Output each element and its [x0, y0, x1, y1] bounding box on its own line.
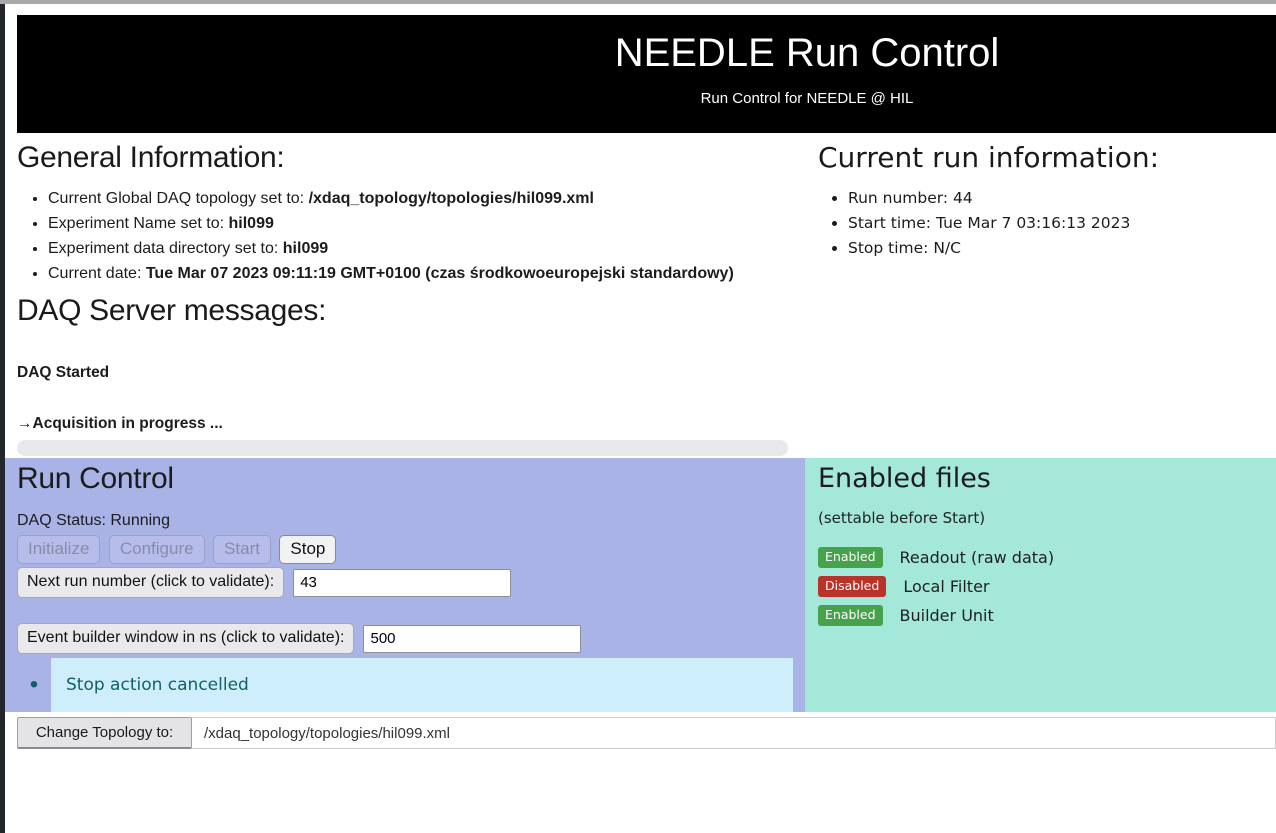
daq-status-text: DAQ Status: Running [17, 512, 170, 529]
file-label: Local Filter [903, 577, 990, 596]
change-topology-button[interactable]: Change Topology to: [17, 717, 192, 749]
current-run-list: Run number: 44 Start time: Tue Mar 7 03:… [818, 186, 1276, 261]
start-button[interactable]: Start [213, 535, 271, 564]
list-item: Current date: Tue Mar 07 2023 09:11:19 G… [48, 261, 788, 286]
action-message-box: Stop action cancelled [51, 658, 793, 712]
daq-messages-heading: DAQ Server messages: [17, 294, 327, 327]
page: NEEDLE Run Control Run Control for NEEDL… [5, 4, 1276, 749]
status-badge[interactable]: Disabled [818, 575, 887, 598]
page-title: NEEDLE Run Control [614, 31, 1000, 75]
item-value: hil099 [228, 215, 274, 232]
file-row: Enabled Builder Unit [818, 604, 1276, 627]
window-top-edge [0, 0, 1276, 4]
daq-message: →Acquisition in progress ... [17, 415, 223, 432]
daq-message: DAQ Started [17, 364, 110, 381]
action-message-row: • Stop action cancelled [17, 658, 793, 712]
page-subtitle: Run Control for NEEDLE @ HIL [700, 90, 914, 107]
event-builder-input[interactable] [363, 624, 582, 653]
stop-button[interactable]: Stop [279, 535, 337, 564]
file-label: Builder Unit [899, 606, 994, 625]
item-label: Current date: [48, 265, 146, 282]
file-rows: Enabled Readout (raw data) Disabled Loca… [818, 546, 1276, 627]
bullet-icon: • [29, 671, 39, 698]
topology-row: Change Topology to: [17, 717, 1276, 749]
list-item: Start time: Tue Mar 7 03:16:13 2023 [848, 211, 1276, 236]
run-control-panel: Run Control DAQ Status: Running Initiali… [5, 458, 805, 712]
file-label: Readout (raw data) [899, 548, 1055, 567]
run-control-heading: Run Control [17, 462, 174, 495]
item-label: Current Global DAQ topology set to: [48, 190, 309, 207]
general-info-heading: General Information: [17, 141, 285, 174]
panels-row: Run Control DAQ Status: Running Initiali… [5, 458, 1276, 712]
initialize-button[interactable]: Initialize [17, 535, 101, 564]
list-item: Current Global DAQ topology set to: /xda… [48, 186, 788, 211]
item-value: Tue Mar 07 2023 09:11:19 GMT+0100 (czas … [145, 265, 734, 282]
right-column: Current run information: Run number: 44 … [788, 133, 1276, 261]
header-banner: NEEDLE Run Control Run Control for NEEDL… [17, 15, 1276, 133]
file-row: Disabled Local Filter [818, 575, 1276, 598]
topology-input[interactable] [192, 717, 1276, 749]
file-row: Enabled Readout (raw data) [818, 546, 1276, 569]
configure-button[interactable]: Configure [108, 535, 205, 564]
enabled-files-subtitle: (settable before Start) [818, 509, 986, 527]
general-info-list: Current Global DAQ topology set to: /xda… [17, 186, 788, 286]
list-item: Experiment data directory set to: hil099 [48, 236, 788, 261]
event-builder-row: Event builder window in ns (click to val… [17, 623, 805, 654]
enabled-files-heading: Enabled files [818, 463, 991, 494]
action-message-text: Stop action cancelled [66, 675, 249, 695]
item-label: Experiment data directory set to: [48, 240, 283, 257]
enabled-files-panel: Enabled files (settable before Start) En… [805, 458, 1276, 712]
message-scrollbar[interactable] [17, 440, 788, 456]
list-item: Run number: 44 [848, 186, 1276, 211]
next-run-input[interactable] [293, 568, 512, 597]
next-run-validate-button[interactable]: Next run number (click to validate): [17, 567, 285, 598]
item-value: hil099 [282, 240, 329, 257]
window-left-edge [0, 4, 5, 833]
list-item: Stop time: N/C [848, 236, 1276, 261]
status-badge[interactable]: Enabled [818, 546, 883, 569]
item-label: Experiment Name set to: [48, 215, 229, 232]
event-builder-validate-button[interactable]: Event builder window in ns (click to val… [17, 623, 355, 654]
left-column: General Information: Current Global DAQ … [5, 133, 788, 456]
list-item: Experiment Name set to: hil099 [48, 211, 788, 236]
next-run-row: Next run number (click to validate): [17, 567, 805, 598]
status-badge[interactable]: Enabled [818, 604, 883, 627]
item-value: /xdaq_topology/topologies/hil099.xml [308, 190, 594, 207]
run-control-buttons: Initialize Configure Start Stop [17, 535, 805, 564]
current-run-heading: Current run information: [818, 141, 1160, 174]
header-center: NEEDLE Run Control Run Control for NEEDL… [17, 31, 1276, 107]
info-row: General Information: Current Global DAQ … [5, 133, 1276, 456]
